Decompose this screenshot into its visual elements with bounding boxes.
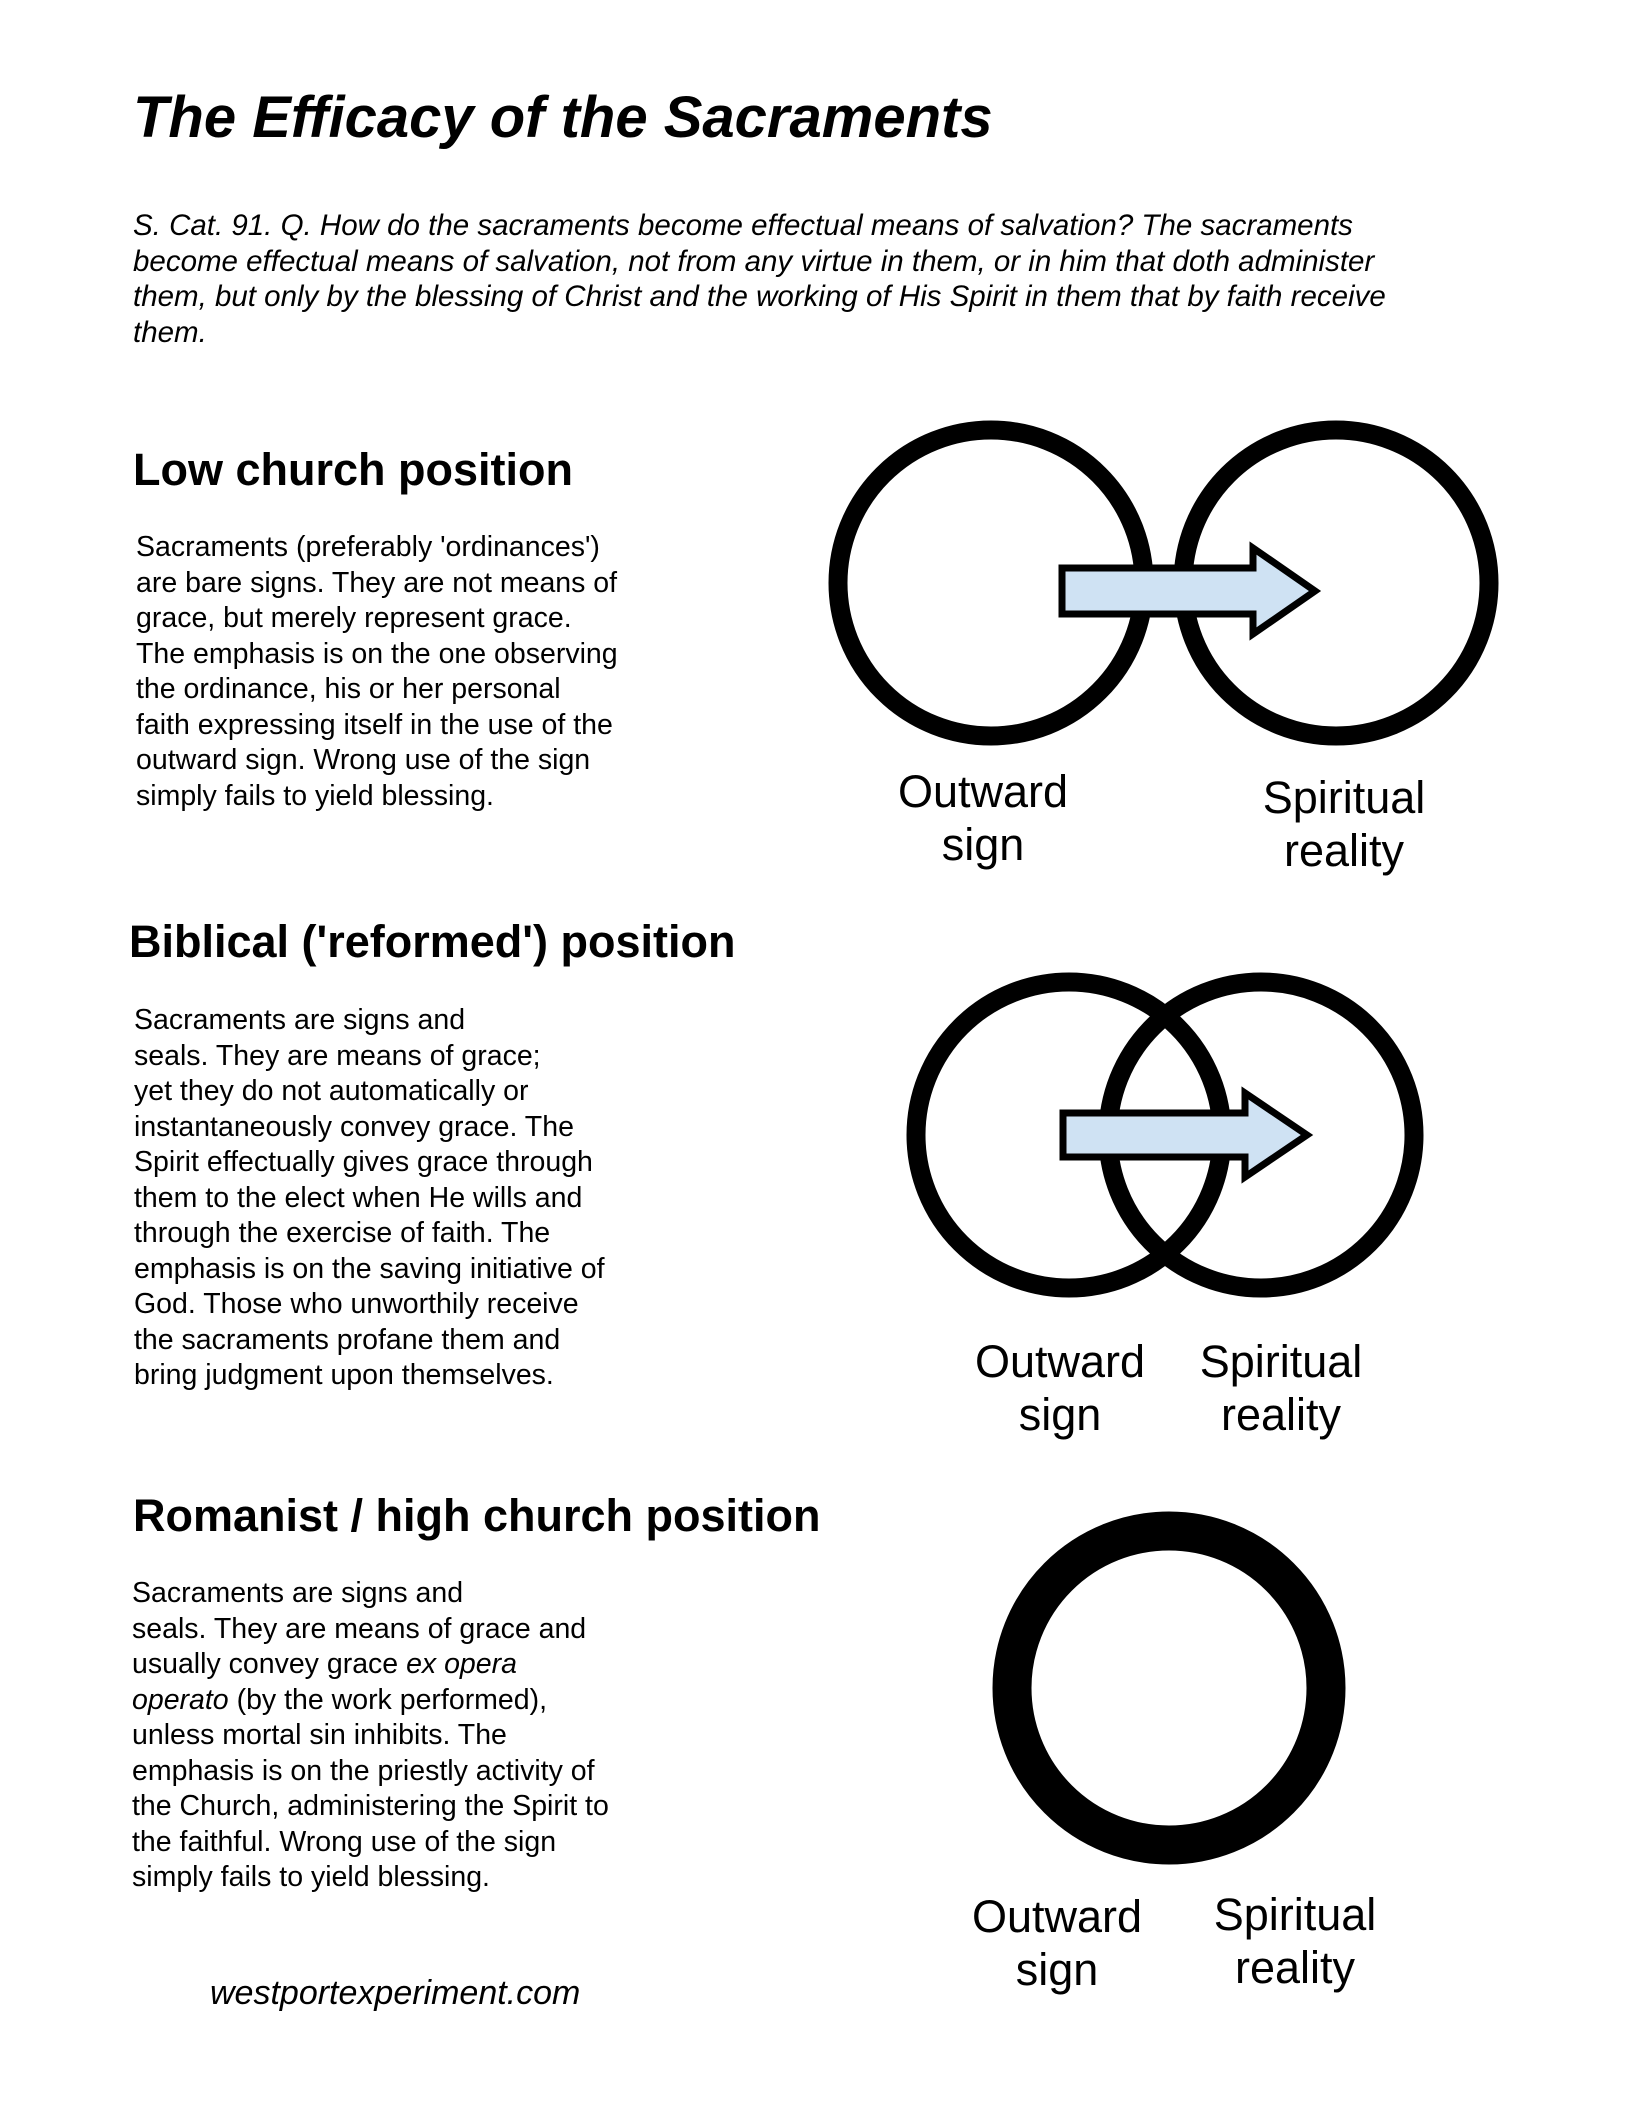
paragraph-low-church: Sacraments (preferably 'ordinances') are…	[136, 530, 618, 814]
unified-sign-reality-circle	[992, 1511, 1346, 1865]
label-line: sign	[941, 819, 1025, 870]
heading-reformed: Biblical ('reformed') position	[129, 916, 736, 967]
text-line: Sacraments are signs and	[132, 1577, 464, 1609]
page-title: The Efficacy of the Sacraments	[133, 85, 993, 150]
text-line: faith expressing itself in the use of th…	[136, 708, 613, 741]
text-line: yet they do not automatically or	[134, 1075, 529, 1107]
arrow-icon	[1059, 1086, 1314, 1184]
diagram-reformed	[906, 972, 1424, 1298]
text-line: seals. They are means of grace and	[132, 1612, 587, 1645]
text-line: Sacraments (preferably 'ordinances')	[136, 531, 600, 563]
label-line: Outward	[974, 1336, 1146, 1387]
text-line: simply fails to yield blessing.	[132, 1861, 490, 1893]
quote-line: S. Cat. 91. Q. How do the sacraments bec…	[133, 209, 1353, 242]
text-line: seals. They are means of grace;	[134, 1039, 541, 1072]
label-line: reality	[1220, 1389, 1342, 1440]
text-line: emphasis is on the saving initiative of	[134, 1252, 605, 1285]
heading-low-church: Low church position	[133, 444, 573, 495]
paragraph-romanist: Sacraments are signs and seals. They are…	[132, 1576, 609, 1896]
text-line: through the exercise of faith. The	[134, 1217, 551, 1249]
text-line: the sacraments profane them and	[134, 1323, 561, 1356]
text-line: The emphasis is on the one observing	[136, 637, 618, 670]
text-line: the faithful. Wrong use of the sign	[132, 1825, 557, 1858]
text-line: instantaneously convey grace. The	[134, 1110, 574, 1143]
text-line: the ordinance, his or her personal	[136, 673, 561, 705]
catechism-quote: S. Cat. 91. Q. How do the sacraments bec…	[133, 208, 1386, 350]
label-line: reality	[1234, 1942, 1356, 1993]
text-line: emphasis is on the priestly activity of	[132, 1754, 595, 1787]
text-line: simply fails to yield blessing.	[136, 779, 494, 812]
arrow-icon	[1058, 541, 1322, 641]
label-line: Outward	[897, 766, 1069, 817]
text-line: the Church, administering the Spirit to	[132, 1790, 609, 1822]
text-line: God. Those who unworthily receive	[134, 1288, 579, 1320]
heading-romanist: Romanist / high church position	[133, 1490, 821, 1541]
diagram-low-church	[828, 420, 1499, 746]
label-line: reality	[1283, 825, 1405, 876]
paragraph-reformed: Sacraments are signs and seals. They are…	[134, 1003, 605, 1394]
latin-term: operato	[132, 1683, 229, 1716]
diagram-romanist	[992, 1511, 1346, 1865]
text-line: are bare signs. They are not means of	[136, 566, 618, 599]
text-line: grace, but merely represent grace.	[136, 602, 572, 634]
quote-line: them, but only by the blessing of Christ…	[133, 280, 1386, 313]
label-line: Spiritual	[1262, 772, 1426, 823]
text-segment: (by the work performed),	[228, 1683, 548, 1716]
text-line: outward sign. Wrong use of the sign	[136, 744, 591, 776]
label-line: sign	[1015, 1944, 1099, 1995]
text-line: unless mortal sin inhibits. The	[132, 1719, 507, 1751]
text-segment: usually convey grace	[132, 1648, 407, 1680]
quote-line: become effectual means of salvation, not…	[133, 244, 1375, 278]
footer-website: westportexperiment.com	[210, 1974, 581, 2012]
label-line: sign	[1018, 1389, 1102, 1440]
label-line: Spiritual	[1199, 1336, 1363, 1387]
label-line: Outward	[971, 1891, 1143, 1942]
label-line: Spiritual	[1213, 1889, 1377, 1940]
latin-term: ex opera	[406, 1648, 517, 1680]
text-line: operato (by the work performed),	[132, 1683, 609, 1719]
text-line: bring judgment upon themselves.	[134, 1359, 554, 1391]
text-line: usually convey grace ex opera	[132, 1647, 609, 1683]
text-line: Spirit effectually gives grace through	[134, 1146, 593, 1178]
text-line: Sacraments are signs and	[134, 1004, 466, 1036]
text-line: them to the elect when He wills and	[134, 1181, 583, 1214]
quote-line: them.	[133, 315, 207, 349]
